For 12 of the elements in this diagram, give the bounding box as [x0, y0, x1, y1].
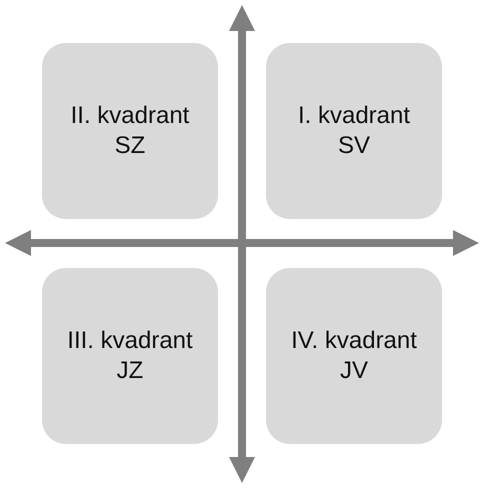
quadrant-box	[42, 268, 218, 444]
quadrant-label: IV. kvadrant	[291, 326, 417, 356]
quadrant-box	[266, 43, 442, 219]
direction-label: SV	[338, 131, 370, 161]
direction-label: JZ	[116, 356, 144, 386]
quadrant-box	[42, 43, 218, 219]
quadrant-box	[266, 268, 442, 444]
quadrant-label: I. kvadrant	[298, 101, 410, 131]
direction-label: JV	[340, 356, 368, 386]
direction-label: SZ	[114, 131, 146, 161]
quadrant-label: II. kvadrant	[70, 101, 190, 131]
quadrant-label: III. kvadrant	[67, 326, 193, 356]
